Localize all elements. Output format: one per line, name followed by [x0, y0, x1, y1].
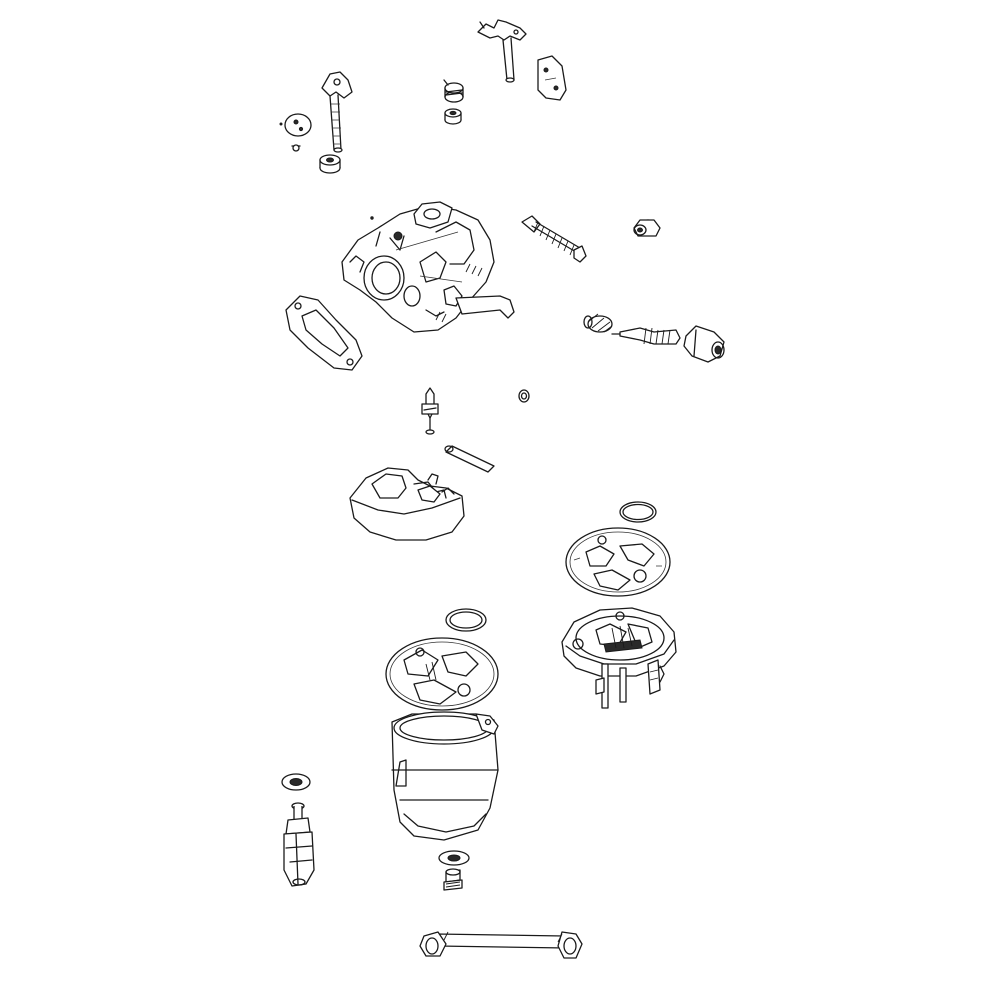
choke-shaft-lever: [321, 71, 353, 153]
fuel-pump-plate: [561, 607, 677, 709]
idle-speed-screw: [521, 215, 587, 263]
bowl-drain-screw: [443, 868, 463, 891]
main-jet-washer: [281, 773, 311, 791]
pump-gasket-right: [565, 527, 671, 597]
float-pin: [444, 445, 495, 473]
limiter-cap: [683, 325, 725, 363]
mixture-needle: [611, 327, 681, 345]
throttle-plate: [537, 55, 567, 101]
throttle-shaft-lever: [477, 19, 527, 83]
o-ring-right: [619, 501, 657, 523]
bowl-washer: [438, 850, 470, 866]
throttle-shaft-seal: [444, 108, 462, 125]
choke-seal: [319, 154, 341, 174]
mixture-spring: [583, 313, 613, 333]
inlet-needle: [421, 387, 439, 435]
throttle-shaft-spring: [443, 79, 464, 103]
pump-gasket-left: [385, 637, 499, 711]
choke-screw: [279, 122, 301, 152]
idle-jet-plug: [633, 219, 661, 237]
main-jet-emulsion-tube: [283, 802, 315, 887]
carburetor-body: [341, 201, 515, 333]
mounting-gasket: [285, 295, 363, 371]
o-ring-left: [445, 608, 487, 632]
float-bowl: [391, 711, 499, 841]
float: [349, 467, 465, 541]
choke-plate: [284, 113, 312, 137]
welch-plug: [518, 389, 530, 403]
primer-tube: [419, 931, 583, 959]
